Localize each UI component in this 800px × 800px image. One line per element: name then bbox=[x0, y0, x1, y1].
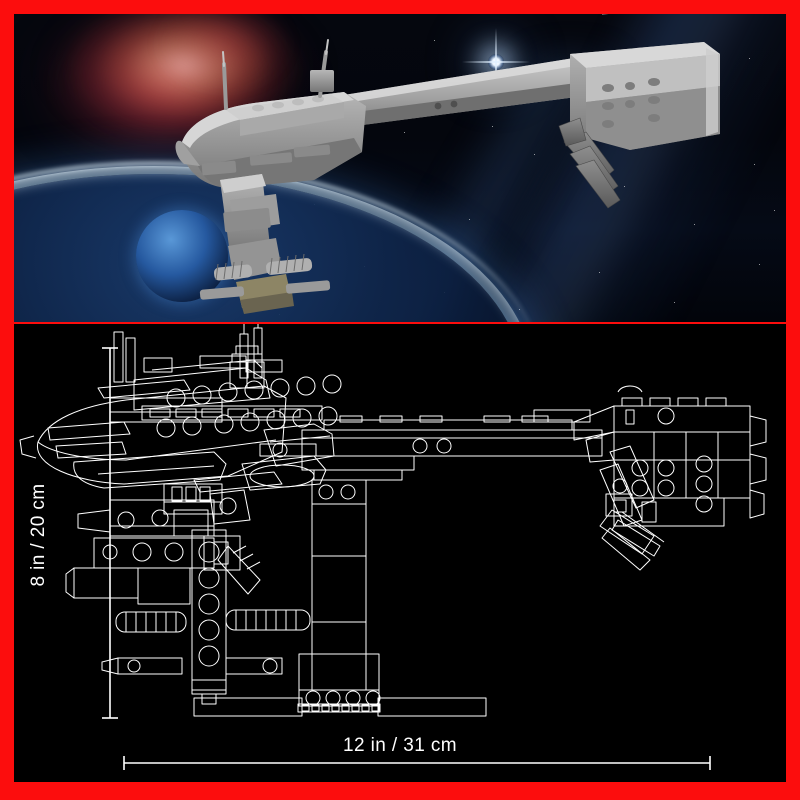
dimension-line-drawing: 8 in / 20 cm 12 in / 31 cm bbox=[14, 324, 786, 782]
blueprint-coil-right bbox=[225, 609, 311, 631]
bright-star-icon bbox=[462, 28, 530, 96]
blueprint-stud-row-top bbox=[166, 374, 342, 408]
product-lifestyle-photo bbox=[14, 14, 786, 322]
blueprint-baseplate-left bbox=[193, 697, 303, 717]
blueprint-stand-base-block bbox=[298, 653, 380, 707]
height-dimension-label: 8 in / 20 cm bbox=[28, 483, 49, 587]
secondary-planet bbox=[136, 210, 228, 302]
blueprint-antenna-masts bbox=[113, 324, 265, 389]
blueprint-baseplate-right bbox=[377, 697, 487, 717]
blueprint-display-stand bbox=[193, 479, 487, 717]
blueprint-rear-studs-side bbox=[631, 455, 713, 513]
width-dimension-line bbox=[123, 756, 711, 770]
blueprint-coil-left bbox=[115, 611, 187, 633]
blueprint-boom-arm bbox=[301, 415, 603, 481]
blueprint-front-hull bbox=[19, 324, 342, 489]
blueprint-under-hull bbox=[65, 489, 311, 705]
blueprint-svg bbox=[19, 324, 767, 770]
width-dimension-label: 12 in / 31 cm bbox=[343, 735, 457, 756]
blueprint-spine-ports bbox=[198, 541, 220, 667]
blueprint-rear-studs-top bbox=[617, 385, 727, 407]
blueprint-rear-claw bbox=[599, 445, 665, 571]
blueprint-stand-studs bbox=[305, 690, 381, 706]
